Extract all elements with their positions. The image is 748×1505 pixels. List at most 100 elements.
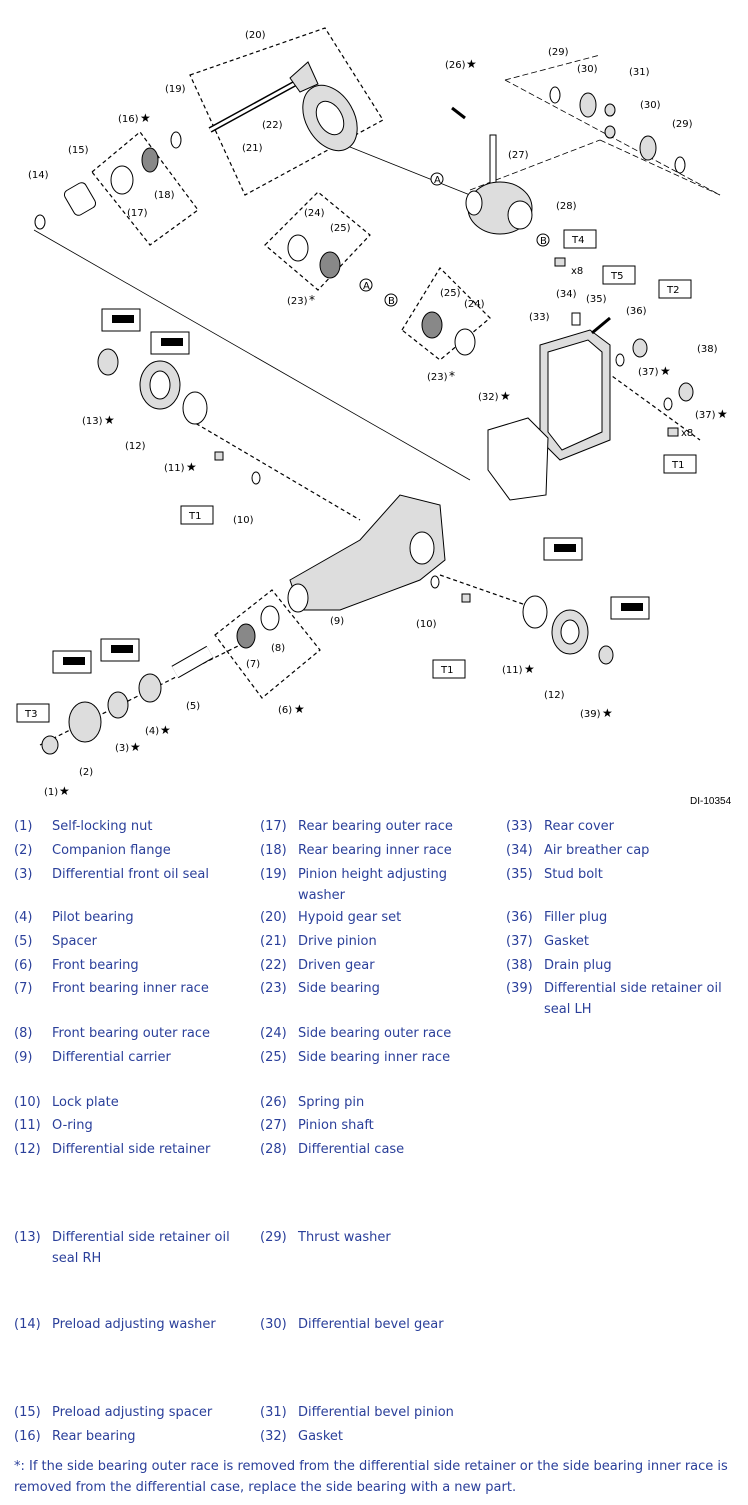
quantity-label: x8 xyxy=(681,428,693,439)
callout-28: (28) xyxy=(556,201,577,212)
legend-item-label: Drive pinion xyxy=(298,934,377,949)
callout-11: (11) xyxy=(164,463,185,474)
driven-gear-hub xyxy=(315,100,345,136)
legend-item-number: (14) xyxy=(14,1317,41,1332)
bevel-gear-shape xyxy=(639,135,657,161)
legend-item-number: (29) xyxy=(260,1230,287,1245)
callout-18: (18) xyxy=(154,190,175,201)
stud-bolt-shape xyxy=(591,316,611,335)
legend-item-number: (21) xyxy=(260,934,287,949)
legend-item-number: (35) xyxy=(506,867,533,882)
legend-item-label: Differential side retainer oil seal LH xyxy=(544,981,722,1017)
torque-label-t1: T1 xyxy=(440,665,453,676)
legend-item-number: (20) xyxy=(260,910,287,925)
callout-36: (36) xyxy=(626,306,647,317)
oil-can-icon xyxy=(150,331,190,355)
legend-item-number: (26) xyxy=(260,1095,287,1110)
callout-12: (12) xyxy=(125,441,146,452)
legend-item-number: (13) xyxy=(14,1230,41,1245)
side-bearing-outer-shape xyxy=(454,328,476,356)
callout-10: (10) xyxy=(416,619,437,630)
exploded-view-diagram: T4 T5 T2 T1 T1 T1 T3 A B A B x8 x8 (20) … xyxy=(16,27,728,798)
callout-27: (27) xyxy=(508,150,529,161)
callout-23: (23) xyxy=(427,372,448,383)
legend-item-label: Front bearing outer race xyxy=(52,1026,211,1041)
callout-24: (24) xyxy=(304,208,325,219)
callout-37: (37) xyxy=(638,367,659,378)
self-locking-nut-shape xyxy=(41,735,59,755)
bolt-shape xyxy=(461,593,471,603)
bevel-gear-shape xyxy=(579,92,597,118)
legend-item-label: Stud bolt xyxy=(544,867,603,882)
star-mark: ★ xyxy=(186,460,197,474)
callout-34: (34) xyxy=(556,289,577,300)
legend-item-label: Air breather cap xyxy=(544,843,650,858)
legend-item-label: Rear bearing xyxy=(52,1429,136,1444)
legend-item-label: Differential front oil seal xyxy=(52,867,210,882)
reference-circle xyxy=(384,293,398,307)
differential-case-shape xyxy=(465,181,533,235)
legend-item-label: Differential side retainer xyxy=(52,1142,211,1157)
legend-item-number: (30) xyxy=(260,1317,287,1332)
legend-item-label: Thrust washer xyxy=(298,1230,391,1245)
legend-item-label: Drain plug xyxy=(544,958,612,973)
legend-item-number: (25) xyxy=(260,1050,287,1065)
rear-bearing-inner-shape xyxy=(141,147,159,173)
legend-item-label: Companion flange xyxy=(52,843,171,858)
callout-29: (29) xyxy=(548,47,569,58)
legend-item-label: Preload adjusting washer xyxy=(52,1317,216,1332)
legend-item-label: Lock plate xyxy=(52,1095,119,1110)
star-mark: ★ xyxy=(130,740,141,754)
group-box-rear-bearing xyxy=(91,131,199,246)
oil-can-icon xyxy=(101,308,141,332)
callout-11: (11) xyxy=(502,665,523,676)
gasket-32-shape xyxy=(487,417,549,501)
oil-can-icon xyxy=(100,638,140,662)
leader-line xyxy=(189,419,361,521)
callout-15: (15) xyxy=(68,145,89,156)
torque-box-t1 xyxy=(180,505,214,525)
torque-box-t3 xyxy=(16,703,50,723)
preload-washer-shape xyxy=(34,214,46,230)
legend-item-label: Side bearing inner race xyxy=(298,1050,451,1065)
reference-circle xyxy=(536,233,550,247)
legend-item-number: (10) xyxy=(14,1095,41,1110)
lock-plate-shape xyxy=(251,471,261,485)
reference-circle xyxy=(430,172,444,186)
asterisk-mark: * xyxy=(309,293,315,307)
legend-item-number: (8) xyxy=(14,1026,33,1041)
lock-plate-shape xyxy=(430,575,440,589)
footnote: *: If the side bearing outer race is rem… xyxy=(14,1459,728,1495)
legend-item-label: Differential bevel pinion xyxy=(298,1405,454,1420)
reference-label: A xyxy=(363,281,370,292)
companion-flange-shape xyxy=(68,701,102,743)
rear-bearing-outer-shape xyxy=(110,165,134,195)
group-box-side-bearing-2 xyxy=(401,267,491,361)
air-breather-shape xyxy=(571,312,581,326)
pinion-washer-shape xyxy=(170,131,182,149)
drive-pinion-shape xyxy=(208,61,319,133)
torque-box-t2 xyxy=(658,279,692,299)
callout-5: (5) xyxy=(186,701,200,712)
legend-item-number: (27) xyxy=(260,1118,287,1133)
rear-cover-shape xyxy=(539,329,611,461)
legend-item-number: (7) xyxy=(14,981,33,996)
drain-plug-shape xyxy=(678,382,694,402)
callout-12: (12) xyxy=(544,690,565,701)
callout-31: (31) xyxy=(629,67,650,78)
legend-item-label: Rear bearing inner race xyxy=(298,843,452,858)
legend-item-number: (32) xyxy=(260,1429,287,1444)
callout-29: (29) xyxy=(672,119,693,130)
callout-35: (35) xyxy=(586,294,607,305)
callout-21: (21) xyxy=(242,143,263,154)
legend-item-label: Side bearing xyxy=(298,981,380,996)
legend-item-number: (22) xyxy=(260,958,287,973)
callout-10: (10) xyxy=(233,515,254,526)
legend-item-number: (24) xyxy=(260,1026,287,1041)
side-bearing-outer-shape xyxy=(287,234,309,262)
legend-item-number: (37) xyxy=(506,934,533,949)
callout-13: (13) xyxy=(82,416,103,427)
legend-item-number: (1) xyxy=(14,819,33,834)
pinion-shaft-shape xyxy=(489,134,497,191)
legend-item-label: Self-locking nut xyxy=(52,819,153,834)
